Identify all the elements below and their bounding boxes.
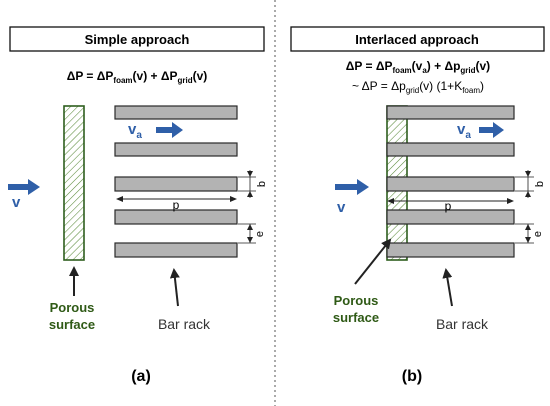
dim-e-arrow-top: [247, 224, 253, 230]
bar-rack-bar: [114, 176, 238, 192]
bar-rack-bar: [386, 142, 515, 157]
dim-p-arrow-right: [507, 198, 514, 204]
dim-b-arrow-bottom: [247, 191, 253, 197]
header-box-interlaced: [290, 26, 545, 52]
dim-e-label-interlaced: e: [532, 231, 544, 237]
v-label-interlaced: v: [337, 199, 346, 216]
porous-label-interlaced: Porous: [334, 293, 379, 308]
va-label-interlaced: va: [457, 121, 471, 141]
header-interlaced-approach: Interlaced approach: [355, 32, 479, 47]
bar-rack-bar: [114, 105, 238, 120]
bar-rack-label-simple: Bar rack: [158, 316, 211, 332]
formula-interlaced-1: ΔP = ΔPfoam(va) + Δpgrid(v): [346, 59, 490, 75]
va-arrow-interlaced: [479, 122, 504, 138]
v-arrow-interlaced: [335, 179, 369, 195]
dim-p-arrow-left: [387, 198, 394, 204]
dim-e-arrow-top: [525, 224, 531, 230]
header-box-simple: [9, 26, 265, 52]
dim-e-arrow-bottom: [247, 237, 253, 243]
porous-label-simple-2: surface: [49, 317, 95, 332]
formula-simple: ΔP = ΔPfoam(v) + ΔPgrid(v): [67, 69, 208, 85]
dim-p-label-simple: p: [173, 198, 180, 212]
bar-rack-bar: [114, 142, 238, 157]
bar-rack-bar: [114, 209, 238, 225]
formula-interlaced-2: ~ ΔP = Δpgrid(v) (1+Kfoam): [352, 79, 484, 95]
dim-b-arrow-top: [247, 171, 253, 177]
porous-surface-simple: [63, 105, 85, 261]
caption-b: (b): [402, 368, 422, 385]
dim-p-arrow-left: [116, 196, 123, 202]
bar-rack-pointer-interlaced: [442, 268, 453, 307]
v-arrow-simple: [8, 179, 40, 195]
caption-a: (a): [131, 368, 151, 385]
porous-label-simple: Porous: [50, 300, 95, 315]
panel-interlaced-approach: Interlaced approach ΔP = ΔPfoam(va) + Δp…: [290, 26, 546, 385]
dim-b-label-interlaced: b: [534, 181, 546, 187]
dim-b-label-simple: b: [256, 181, 268, 187]
bar-rack-bar: [114, 242, 238, 258]
dim-b-arrow-top: [525, 171, 531, 177]
bar-rack-bar: [386, 176, 515, 192]
va-label-simple: va: [128, 121, 142, 141]
dim-e-arrow-bottom: [525, 237, 531, 243]
v-label-simple: v: [12, 194, 21, 211]
porous-label-interlaced-2: surface: [333, 310, 379, 325]
header-simple-approach: Simple approach: [85, 32, 190, 47]
porous-pointer-interlaced: [354, 238, 392, 285]
bar-rack-label-interlaced: Bar rack: [436, 316, 489, 332]
panel-simple-approach: Simple approach ΔP = ΔPfoam(v) + ΔPgrid(…: [8, 26, 268, 385]
bar-rack-bar: [386, 105, 515, 120]
dim-e-label-simple: e: [254, 231, 266, 237]
bar-rack-bar: [386, 209, 515, 225]
dim-p-arrow-right: [230, 196, 237, 202]
dim-b-arrow-bottom: [525, 191, 531, 197]
dim-p-label-interlaced: p: [445, 199, 452, 213]
va-arrow-simple: [156, 122, 183, 138]
bar-rack-bar: [386, 242, 515, 258]
bar-rack-pointer-simple: [169, 268, 180, 307]
